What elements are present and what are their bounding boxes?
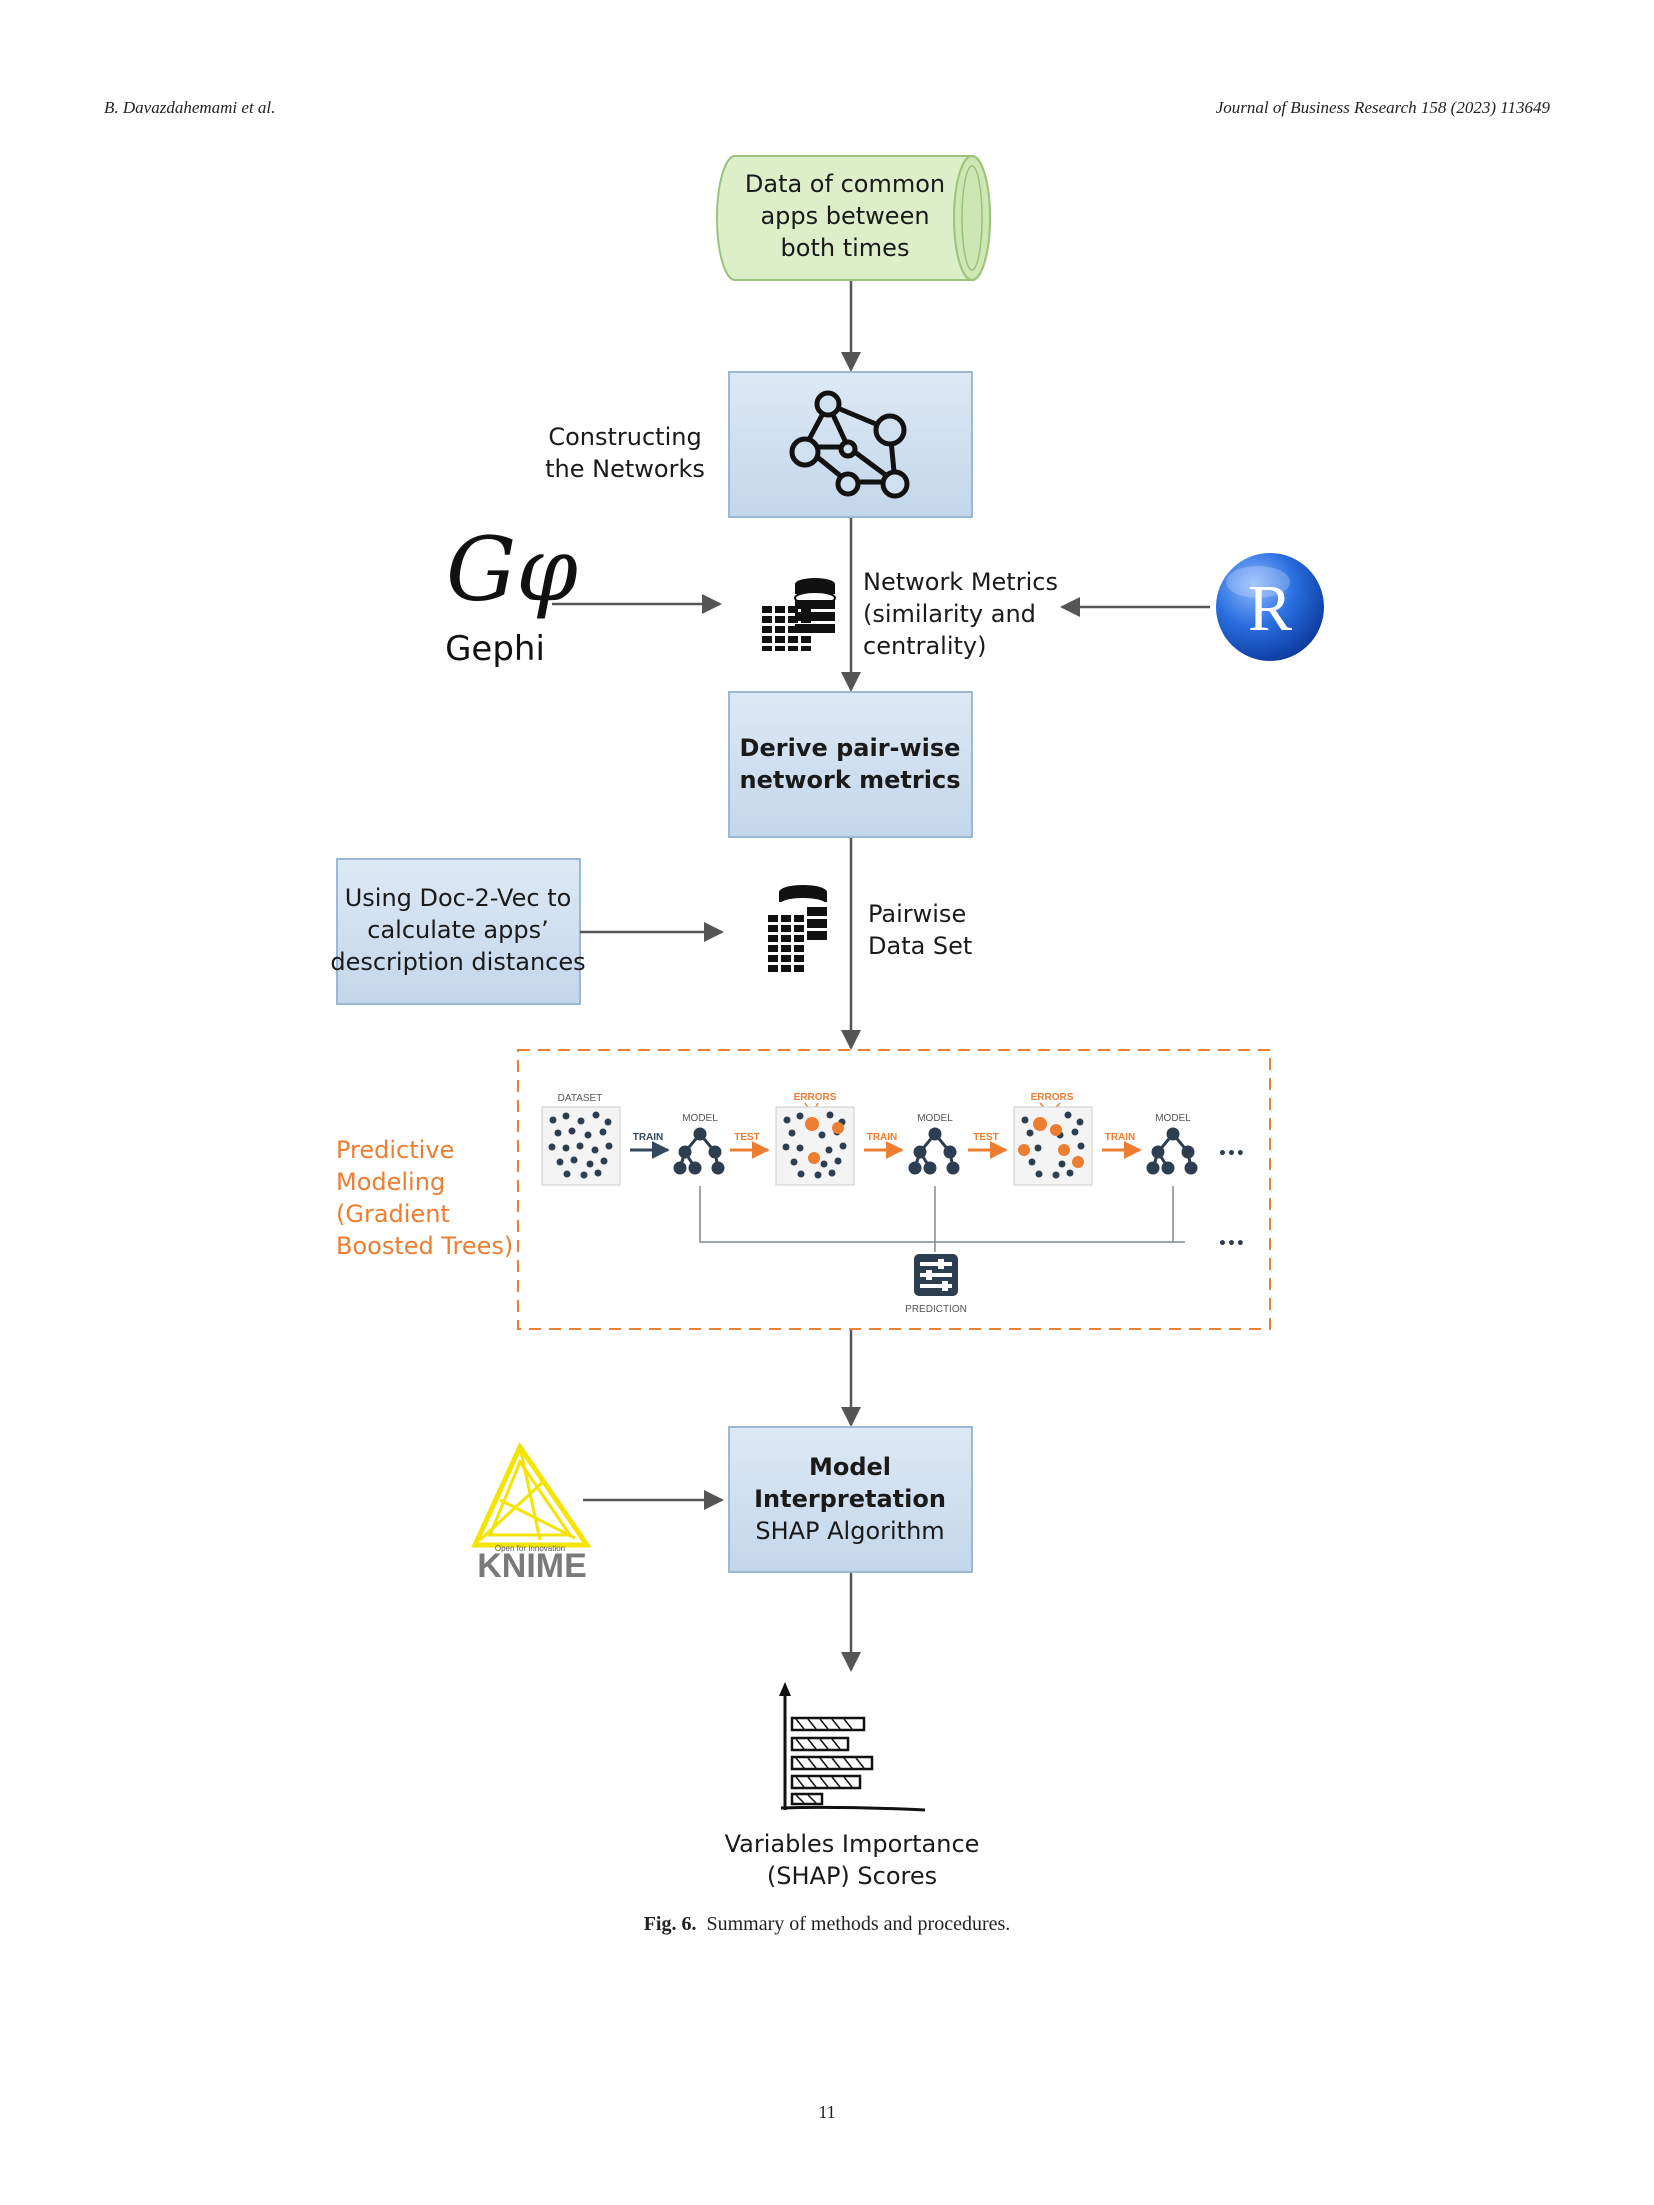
model-box-line-1: Model — [809, 1453, 891, 1481]
r-logo-text: R — [1248, 572, 1292, 645]
derive-box-line-1: Derive pair-wise — [740, 734, 961, 762]
network-graph-icon — [789, 390, 910, 499]
model-tree-icon-2 — [908, 1127, 960, 1175]
pairwise-label-2: Data Set — [868, 932, 972, 960]
data-source-line-3: both times — [781, 234, 910, 262]
constructing-label-2: the Networks — [545, 455, 705, 483]
predictive-label-4: Boosted Trees) — [336, 1232, 513, 1260]
running-header-journal: Journal of Business Research 158 (2023) … — [1215, 98, 1550, 117]
data-source-cylinder: Data of common apps between both times — [716, 155, 991, 281]
doc2vec-line-2: calculate apps’ — [367, 916, 548, 944]
train-label-3: TRAIN — [1105, 1132, 1136, 1143]
prediction-icon — [914, 1254, 958, 1296]
gephi-logo: Gφ Gephi — [445, 518, 578, 669]
network-metrics-label-2: (similarity and — [863, 600, 1036, 628]
model-box-line-3: SHAP Algorithm — [755, 1517, 944, 1545]
test-label-2: TEST — [973, 1132, 999, 1143]
constructing-label-1: Constructing — [548, 423, 701, 451]
train-label-1: TRAIN — [633, 1132, 664, 1143]
gephi-logo-text: Gephi — [445, 629, 545, 669]
model-tree-icon-1 — [673, 1127, 725, 1175]
train-label-2: TRAIN — [867, 1132, 898, 1143]
importance-chart-icon — [779, 1682, 926, 1812]
predictive-modeling-region — [517, 1049, 1271, 1330]
knime-logo-text: KNIME — [477, 1547, 587, 1585]
ellipsis-top: ••• — [1218, 1146, 1245, 1162]
doc2vec-line-1: Using Doc-2-Vec to — [345, 884, 572, 912]
ellipsis-bottom: ••• — [1218, 1236, 1245, 1252]
derive-metrics-box: Derive pair-wise network metrics — [728, 691, 973, 838]
page-number: 11 — [818, 2102, 836, 2122]
predictive-label-1: Predictive — [336, 1136, 454, 1164]
network-metrics-label-3: centrality) — [863, 632, 986, 660]
derive-box-line-2: network metrics — [740, 766, 961, 794]
predictive-label-2: Modeling — [336, 1168, 445, 1196]
running-header-authors: B. Davazdahemami et al. — [104, 98, 276, 117]
network-metrics-label-1: Network Metrics — [863, 568, 1058, 596]
model-label-3: MODEL — [1155, 1113, 1191, 1124]
model-tree-icon-3 — [1146, 1127, 1198, 1175]
doc2vec-box: Using Doc-2-Vec to calculate apps’ descr… — [330, 858, 586, 1005]
errors-label-2: ERRORS — [1031, 1092, 1074, 1103]
model-label-1: MODEL — [682, 1113, 718, 1124]
knime-tagline: Open for Innovation — [495, 1544, 565, 1553]
model-label-2: MODEL — [917, 1113, 953, 1124]
dataset-label: DATASET — [558, 1093, 603, 1104]
variables-label-2: (SHAP) Scores — [767, 1862, 937, 1890]
figure-caption-text: Summary of methods and procedures. — [706, 1913, 1011, 1935]
r-logo: R — [1216, 553, 1324, 661]
figure-caption-label: Fig. 6. — [643, 1913, 697, 1935]
errors-label-1: ERRORS — [794, 1092, 837, 1103]
prediction-label: PREDICTION — [905, 1304, 967, 1315]
test-label-1: TEST — [734, 1132, 760, 1143]
boosting-schematic: DATASET TRAIN MODEL TEST ERRORS — [541, 1092, 1245, 1315]
database-icon — [760, 578, 836, 652]
pairwise-dataset-icon — [768, 885, 827, 972]
pairwise-label-1: Pairwise — [868, 900, 966, 928]
variables-label-1: Variables Importance — [725, 1830, 980, 1858]
svg-text:Gφ: Gφ — [446, 518, 578, 621]
doc2vec-line-3: description distances — [330, 948, 585, 976]
model-interpretation-box: Model Interpretation SHAP Algorithm — [728, 1426, 973, 1573]
network-construction-box — [728, 371, 973, 518]
predictive-label-3: (Gradient — [336, 1200, 450, 1228]
data-source-line-1: Data of common — [745, 170, 945, 198]
data-source-line-2: apps between — [760, 202, 929, 230]
figure-caption: Fig. 6. Summary of methods and procedure… — [0, 1913, 1654, 1936]
model-box-line-2: Interpretation — [754, 1485, 946, 1513]
knime-logo: Open for Innovation KNIME — [471, 1441, 592, 1585]
